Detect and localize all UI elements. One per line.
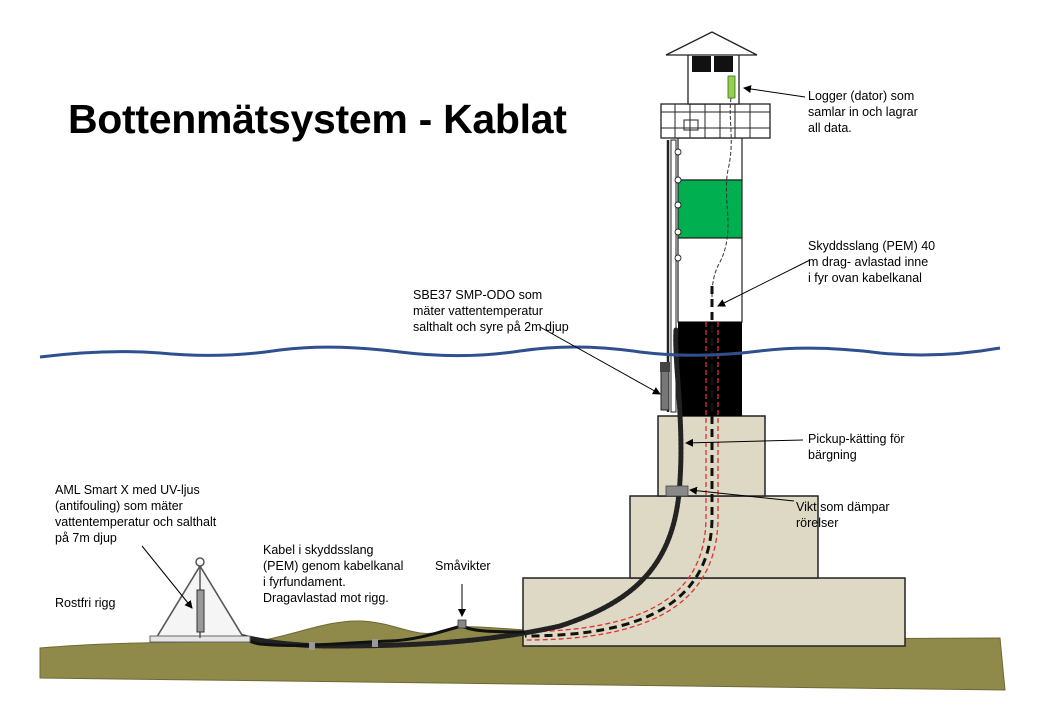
- pipe-clamps: [674, 148, 682, 262]
- label-pickup: Pickup-kätting för bärgning: [808, 432, 905, 462]
- tower-green-band: [677, 179, 743, 239]
- foundation-middle: [629, 495, 819, 579]
- weight-pad-1: [309, 642, 315, 650]
- tower-white-top: [677, 137, 743, 181]
- label-kabel: Kabel i skyddsslang (PEM) genom kabelkan…: [263, 543, 404, 605]
- lantern-window-left: [692, 56, 711, 72]
- tower-white-mid: [677, 237, 743, 323]
- label-pem40: Skyddsslang (PEM) 40 m drag- avlastad in…: [808, 239, 936, 285]
- sbe37-sensor: [660, 369, 670, 411]
- logger-device: [727, 75, 736, 99]
- label-smavikter: Småvikter: [435, 559, 491, 573]
- arrow-sbe37: [539, 326, 661, 395]
- tower-black-band: [678, 322, 742, 416]
- label-rigg: Rostfri rigg: [55, 596, 116, 610]
- arrow-aml: [141, 545, 193, 609]
- label-aml: AML Smart X med UV-ljus (antifouling) so…: [55, 483, 217, 545]
- tower-pipe: [670, 139, 677, 413]
- rig-eye: [195, 557, 205, 567]
- arrow-vikt: [689, 486, 795, 502]
- damping-weight: [665, 485, 689, 497]
- tower-platform: [660, 103, 771, 139]
- label-sbe37: SBE37 SMP-ODO som mäter vattentemperatur…: [413, 288, 569, 334]
- arrow-pickup: [685, 438, 804, 447]
- pem-hose-red-right: [524, 322, 719, 641]
- foundation-bottom: [522, 577, 906, 647]
- platform-railing: [661, 104, 770, 138]
- label-vikt: Vikt som dämpar rörelser: [796, 500, 890, 530]
- pem-hose-red-left: [524, 322, 707, 633]
- pem-hose-black: [524, 286, 714, 638]
- page-title: Bottenmätsystem - Kablat: [68, 96, 567, 142]
- lantern-window-right: [714, 56, 733, 72]
- logger-cable-inside: [711, 97, 732, 299]
- label-logger: Logger (dator) som samlar in och lagrar …: [808, 89, 918, 135]
- small-weight: [457, 619, 467, 629]
- callout-arrows: [141, 85, 811, 617]
- sbe37-head: [660, 362, 670, 372]
- weight-pad-2: [372, 639, 378, 647]
- arrow-logger: [743, 85, 806, 98]
- arrow-pem40: [717, 259, 811, 307]
- lantern-roof: [665, 31, 758, 56]
- aml-instrument: [196, 589, 205, 633]
- water-surface: [39, 345, 1001, 359]
